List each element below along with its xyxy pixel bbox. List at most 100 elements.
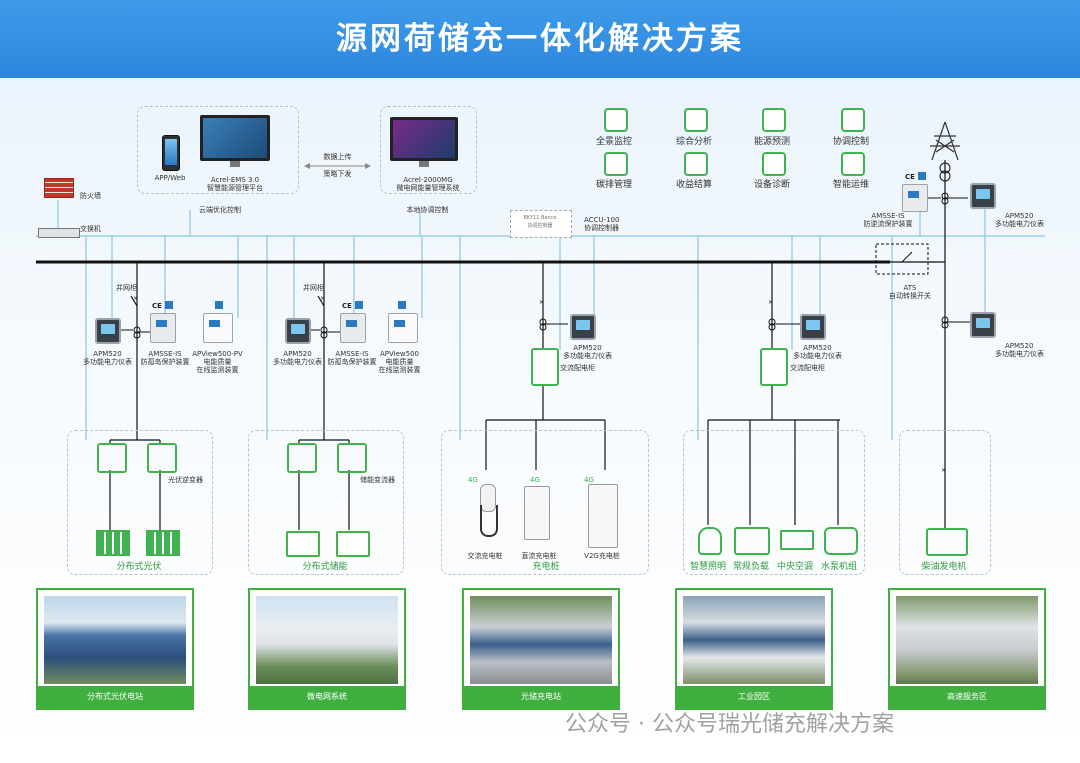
battery-icon [286, 531, 320, 557]
storage-breaker-label: 并网柜 [303, 284, 324, 292]
storage-amsse-desc: 防孤岛保护装置 [327, 358, 377, 366]
converter-icon [337, 443, 367, 473]
storage-converter-label: 储能变流器 [360, 476, 395, 484]
pv-inverter-label: 光伏逆变器 [168, 476, 203, 484]
pv-group-label: 分布式光伏 [116, 562, 162, 572]
storage-apv-name: APView500 [380, 350, 419, 358]
pv-apv-desc: 电能质量 [203, 358, 232, 366]
pv-amsse-device [150, 313, 176, 343]
pv-apv-badge [215, 301, 223, 309]
storage-apv-desc2: 在线监测装置 [378, 366, 421, 374]
ems-monitor-image [200, 115, 270, 167]
diagnosis-icon [762, 152, 786, 176]
maintenance-icon [841, 152, 865, 176]
cloud-control-box [137, 106, 299, 194]
dc-charger-label: 直流充电桩 [521, 552, 557, 560]
accu-small-1: BKY11 Banco [523, 215, 557, 221]
pv-apv-desc2: 在线监测装置 [196, 366, 239, 374]
apm-diesel-name: APM520 [1005, 342, 1034, 350]
panorama-monitor-icon [604, 108, 628, 132]
function-2: 综合分析 [675, 137, 712, 147]
local-control-box [380, 106, 477, 194]
storage-apm-desc: 多功能电力仪表 [273, 358, 322, 366]
charge-apm-meter [570, 314, 596, 340]
firewall-label: 防火墙 [80, 192, 101, 200]
watermark: 公众号 · 公众号瑞光储充解决方案 [565, 712, 894, 737]
apm-diesel-desc: 多功能电力仪表 [995, 350, 1044, 358]
diesel-group-box [899, 430, 991, 575]
load-cabinet-label: 交流配电柜 [790, 364, 825, 372]
svg-text:×: × [133, 295, 138, 302]
storage-group-box [248, 430, 404, 575]
dc-4g-label: 4G [530, 476, 540, 484]
switch-icon [38, 228, 80, 238]
load-apm-name: APM520 [803, 344, 832, 352]
storage-apv-desc: 电能质量 [385, 358, 414, 366]
inverter-icon [147, 443, 177, 473]
firewall-icon [44, 178, 74, 198]
local-control-label: 本地协调控制 [406, 206, 449, 214]
v2g-charger-label: V2G充电桩 [584, 552, 620, 560]
mg-desc: 微电网能量管理系统 [396, 184, 460, 192]
inverter-icon [97, 443, 127, 473]
solar-panel-icon [96, 530, 130, 556]
data-upload-label: 数据上传 [323, 153, 352, 161]
function-7: 设备诊断 [753, 180, 790, 190]
ce-mark: CE [905, 173, 915, 181]
phone-image [162, 135, 180, 171]
dc-charger-image [524, 486, 550, 540]
pv-amsse-desc: 防孤岛保护装置 [140, 358, 190, 366]
mg-monitor-image [390, 117, 458, 167]
svg-text:×: × [941, 467, 946, 474]
storage-amsse-name: AMSSE-IS [335, 350, 369, 358]
pv-apm-desc: 多功能电力仪表 [83, 358, 132, 366]
scene-service-area: 高速服务区 [888, 588, 1046, 710]
cloud-control-label: 云端优化控制 [199, 206, 241, 214]
scene-microgrid: 微电网系统 [248, 588, 406, 710]
app-label: APP/Web [154, 174, 186, 182]
storage-apv-device [388, 313, 418, 343]
pv-group-box [67, 430, 213, 575]
load-group-box [683, 430, 865, 575]
ac-charger-cable [480, 505, 498, 537]
storage-cert-badge [355, 301, 363, 309]
svg-text:×: × [768, 299, 773, 306]
load-apm-meter [800, 314, 826, 340]
analysis-icon [684, 108, 708, 132]
accu-small-2: 协调控制器 [527, 223, 553, 229]
diesel-generator-icon [926, 528, 968, 556]
amsse-antireverse-desc: 防逆流保护装置 [863, 220, 913, 228]
coordination-icon [841, 108, 865, 132]
function-3: 能源预测 [753, 137, 790, 147]
scene-industrial-park: 工业园区 [675, 588, 833, 710]
cert-badge [918, 172, 926, 180]
forecast-icon [762, 108, 786, 132]
storage-apm-meter [285, 318, 311, 344]
pv-apv-name: APView500-PV [192, 350, 243, 358]
v2g-charger-image [588, 484, 618, 548]
svg-text:×: × [539, 299, 544, 306]
load-item-4: 水泵机组 [820, 562, 857, 572]
load-item-3: 中央空调 [776, 562, 813, 572]
charge-apm-name: APM520 [573, 344, 602, 352]
function-5: 碳排管理 [595, 180, 632, 190]
title-banner [0, 0, 1080, 78]
apm-diesel-meter [970, 312, 996, 338]
storage-ce-mark: CE [342, 302, 352, 310]
carbon-icon [604, 152, 628, 176]
charge-cabinet-icon [531, 348, 559, 386]
ac-4g-label: 4G [468, 476, 478, 484]
diesel-group-label: 柴油发电机 [921, 562, 967, 572]
scene-pv-station: 分布式光伏电站 [36, 588, 194, 710]
accu-name: ACCU-100 [584, 216, 620, 224]
air-conditioner-icon [780, 530, 814, 550]
lightbulb-icon [698, 527, 722, 555]
function-6: 收益结算 [675, 180, 712, 190]
motor-icon [734, 527, 770, 555]
storage-apm-name: APM520 [283, 350, 312, 358]
accu-desc: 协调控制器 [584, 224, 619, 232]
load-cabinet-icon [760, 348, 788, 386]
solar-panel-icon [146, 530, 180, 556]
storage-amsse-device [340, 313, 366, 343]
